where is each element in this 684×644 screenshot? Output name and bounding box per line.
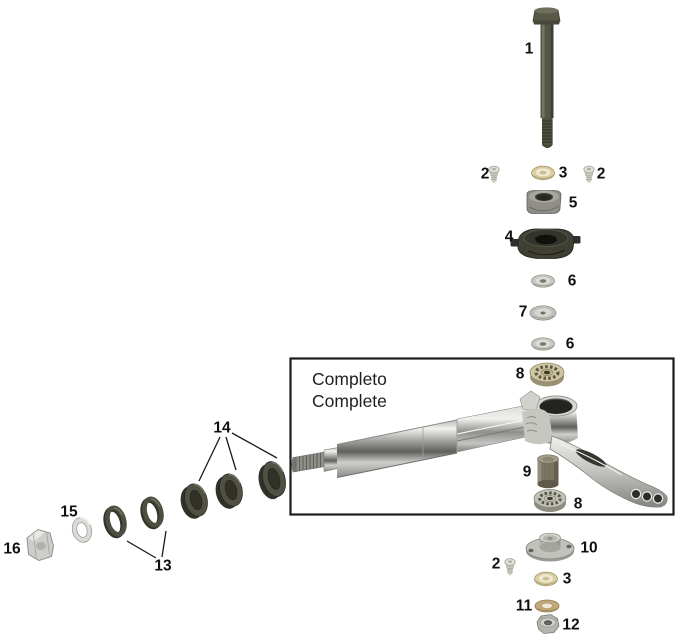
callout-9-spacer-bushing: 9	[522, 463, 532, 481]
part-14-wide-ring-a	[176, 480, 212, 523]
callout-7-dished-washer: 7	[518, 303, 528, 321]
callout-2-screw-top-right: 2	[596, 165, 606, 183]
callout-8-bearing-upper: 8	[515, 365, 525, 383]
part-12-hex-nut	[536, 614, 560, 634]
part-14-wide-ring-c	[253, 458, 291, 503]
callout-10-flanged-cap: 10	[580, 539, 598, 557]
part-14-wide-ring-b	[211, 470, 247, 513]
callout-6-washer-upper: 6	[567, 272, 577, 290]
complete-assembly-box	[289, 357, 675, 516]
callout-5-nut: 5	[568, 194, 578, 212]
callout-15-flat-washer: 15	[60, 503, 78, 521]
part-8-bearing-lower	[533, 489, 567, 512]
callout-11-brass-washer: 11	[515, 597, 533, 615]
callout-1-kingpin-bolt: 1	[524, 40, 534, 58]
part-1-kingpin-bolt	[532, 7, 561, 148]
callout-3-cup-washer-top: 3	[558, 164, 568, 182]
part-2-screw-top-left	[488, 165, 500, 184]
part-9-spacer-bushing	[537, 454, 559, 489]
part-6-washer-upper	[531, 274, 555, 288]
callout-12-hex-nut-bottom: 12	[562, 616, 580, 634]
part-5-nut	[526, 190, 562, 214]
callout-2-screw-top-left: 2	[480, 165, 490, 183]
callout-2-screw-bottom: 2	[491, 555, 501, 573]
callout-3-cup-washer-bottom: 3	[562, 570, 572, 588]
part-15-flat-washer	[71, 517, 93, 543]
callout-13-thin-rings: 13	[154, 557, 172, 575]
part-3-cup-washer-top	[531, 165, 555, 181]
part-4-clamp-plate	[510, 228, 581, 259]
box-caption-line1: Completo	[312, 369, 387, 389]
part-8-bearing-upper	[529, 362, 565, 387]
part-3-cup-washer-bottom	[534, 571, 558, 587]
part-6-washer-lower	[531, 337, 555, 351]
part-11-brass-washer	[534, 599, 560, 613]
part-7-dished-washer	[529, 305, 557, 321]
part-2-screw-bottom	[504, 558, 516, 576]
callout-4-clamp-plate: 4	[504, 228, 514, 246]
leader-lines	[126, 432, 278, 559]
spindle-knuckle-assembly	[291, 390, 668, 508]
part-2-screw-top-right	[583, 165, 595, 184]
part-16-hex-nut	[26, 529, 54, 561]
callout-6-washer-lower: 6	[565, 335, 575, 353]
part-13-thin-ring-b	[140, 497, 165, 529]
callout-16-hex-nut-left: 16	[3, 540, 21, 558]
box-caption-line2: Complete	[312, 391, 387, 411]
callout-8-bearing-lower: 8	[573, 495, 583, 513]
part-13-thin-ring-a	[103, 506, 128, 538]
part-10-flanged-cap	[525, 532, 575, 562]
callout-14-wide-rings: 14	[213, 419, 231, 437]
